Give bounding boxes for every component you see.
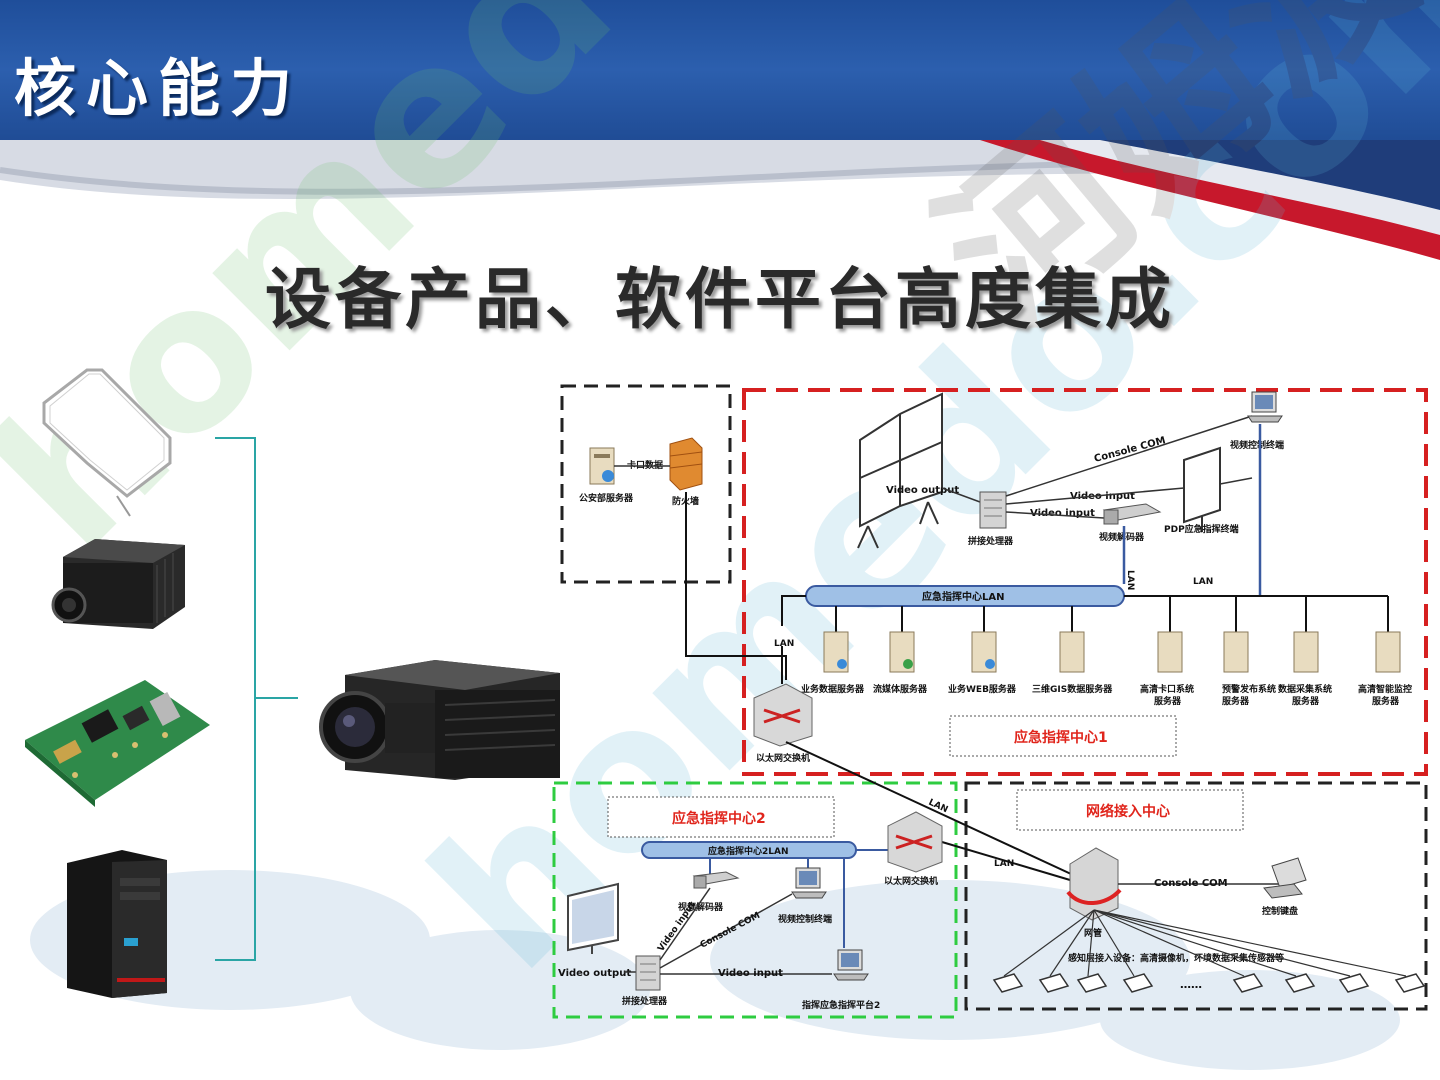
net-nms-label: 网管 bbox=[1084, 927, 1102, 939]
c2-title: 应急指挥中心2 bbox=[672, 810, 766, 827]
c2-video-input-b: Video input bbox=[718, 968, 783, 979]
c2-video-output: Video output bbox=[558, 968, 631, 979]
server-label-8a: 高清智能监控 bbox=[1358, 683, 1412, 695]
camera-icons-row bbox=[992, 973, 1426, 993]
server-label-3: 业务WEB服务器 bbox=[948, 683, 1017, 695]
c1-video-input-2: Video input bbox=[1070, 491, 1135, 502]
network-diagram: 公安部服务器 卡口数据 防火墙 Video output 拼接处理器 Video… bbox=[552, 384, 1428, 1019]
compact-camera-product bbox=[51, 539, 185, 629]
header-banner: 核心能力 bbox=[0, 0, 1440, 155]
c1-lan-1: LAN bbox=[1125, 570, 1135, 590]
video-wall-icon bbox=[857, 392, 943, 549]
splicer-icon bbox=[979, 491, 1007, 529]
decoder-icon-2 bbox=[692, 871, 740, 889]
police-server-label: 公安部服务器 bbox=[579, 492, 634, 504]
pc-tower-product bbox=[67, 850, 167, 998]
c2-title-box bbox=[607, 796, 835, 838]
server-label-1: 业务数据服务器 bbox=[801, 683, 865, 695]
c1-vct-label: 视频控制终端 bbox=[1230, 439, 1284, 451]
fan-out-lines bbox=[1003, 909, 1407, 977]
net-keyboard-label: 控制键盘 bbox=[1262, 905, 1298, 917]
c1-console-com: Console COM bbox=[1093, 435, 1167, 465]
main-camera-product bbox=[319, 660, 560, 780]
c1-lan-2: LAN bbox=[1193, 577, 1213, 587]
c1-pdp-label: PDP应急指挥终端 bbox=[1164, 523, 1239, 535]
c1-video-output: Video output bbox=[886, 485, 959, 496]
switch-icon bbox=[753, 683, 813, 747]
zone-center2 bbox=[552, 781, 958, 1019]
server-label-7a: 数据采集系统 bbox=[1278, 683, 1332, 695]
net-ellipsis: …… bbox=[1180, 978, 1202, 991]
slide-subtitle: 设备产品、软件平台高度集成 bbox=[265, 261, 1175, 338]
c2-vct-label: 视频控制终端 bbox=[778, 913, 832, 925]
c1-video-input-1: Video input bbox=[1030, 508, 1095, 519]
police-link-label: 卡口数据 bbox=[627, 459, 663, 471]
pdp-terminal-icon bbox=[1183, 446, 1221, 532]
c1-title: 应急指挥中心1 bbox=[1014, 729, 1108, 746]
server-label-6a: 预警发布系统 bbox=[1222, 683, 1276, 695]
server-label-2: 流媒体服务器 bbox=[873, 683, 928, 695]
server-icons-row-1 bbox=[823, 631, 1401, 673]
server-label-7b: 服务器 bbox=[1292, 695, 1320, 707]
c1-lan-3: LAN bbox=[774, 639, 794, 649]
net-console-com: Console COM bbox=[1154, 878, 1228, 889]
decoder-icon bbox=[1102, 503, 1162, 525]
server-label-5a: 高清卡口系统 bbox=[1140, 683, 1194, 695]
monitor-icon bbox=[567, 882, 619, 954]
switch-icon-2 bbox=[887, 811, 943, 873]
antenna-frame-product bbox=[42, 368, 172, 517]
firewall-icon bbox=[669, 437, 703, 491]
product-bracket bbox=[215, 437, 298, 961]
server-label-4: 三维GIS数据服务器 bbox=[1032, 683, 1113, 695]
c2-splicer-label: 拼接处理器 bbox=[622, 995, 668, 1007]
server-label-8b: 服务器 bbox=[1372, 695, 1400, 707]
c1-switch-label: 以太网交换机 bbox=[756, 752, 810, 764]
net-lan-b: LAN bbox=[994, 859, 1014, 869]
net-sensing-label: 感知层接入设备：高清摄像机，环境数据采集传感器等 bbox=[1068, 952, 1284, 964]
splicer-icon-2 bbox=[635, 955, 661, 991]
header-swoosh bbox=[0, 140, 1440, 260]
c2-lan-bus-label: 应急指挥中心2LAN bbox=[708, 845, 789, 857]
pc-terminal-icon-2 bbox=[791, 867, 827, 899]
c1-title-box bbox=[949, 715, 1177, 757]
server-icon bbox=[589, 447, 615, 485]
c1-lan-bus-label: 应急指挥中心LAN bbox=[922, 590, 1004, 603]
zone-center1 bbox=[742, 388, 1428, 776]
laptop-icon bbox=[1263, 857, 1307, 899]
net-title: 网络接入中心 bbox=[1086, 803, 1170, 820]
zone-network bbox=[964, 781, 1428, 1011]
net-title-box bbox=[1016, 789, 1244, 831]
pc-terminal-icon bbox=[1247, 391, 1283, 423]
server-label-6b: 服务器 bbox=[1222, 695, 1250, 707]
zone-police bbox=[560, 384, 732, 584]
c2-console-com: Console COM bbox=[699, 911, 762, 951]
server-label-5b: 服务器 bbox=[1154, 695, 1182, 707]
circuit-board-product bbox=[25, 680, 210, 807]
c2-decoder-label: 视频解码器 bbox=[678, 901, 724, 913]
page-title: 核心能力 bbox=[14, 52, 303, 125]
pc-platform-icon bbox=[833, 949, 869, 981]
nms-router-icon bbox=[1066, 847, 1122, 921]
c2-platform-label: 指挥应急指挥平台2 bbox=[802, 999, 880, 1011]
c1-splicer-label: 拼接处理器 bbox=[968, 535, 1014, 547]
c2-switch-label: 以太网交换机 bbox=[884, 875, 938, 887]
c1-decoder-label: 视频解码器 bbox=[1099, 531, 1145, 543]
